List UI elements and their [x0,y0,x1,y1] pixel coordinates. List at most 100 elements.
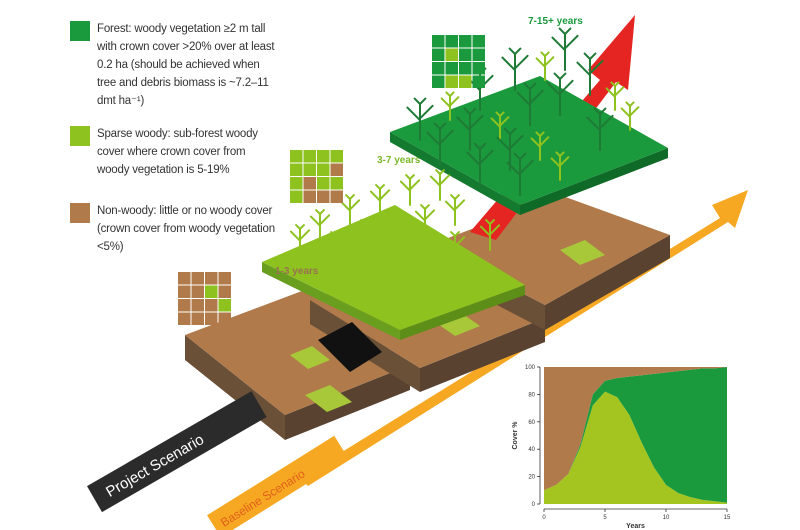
stage-label-3-7: 3-7 years [377,155,421,166]
tree-icon [440,91,460,121]
tree-icon [289,224,311,256]
grid-cell [459,35,472,48]
grid-cell [330,150,343,163]
grid-cell [459,75,472,88]
tree-icon [324,231,346,263]
tree-icon [466,142,494,186]
baseline-scenario-label: Baseline Scenario [218,466,308,529]
grid-cell [330,177,343,190]
tree-icon [334,269,356,301]
grid-cell [205,285,218,298]
grid-cell [472,35,485,48]
grid-cell [290,190,303,203]
grid-cell [178,272,191,285]
grid-cell [218,285,231,298]
grid-cell [459,62,472,75]
legend-non-woody-text: Non-woody: little or no woody cover (cro… [97,205,275,253]
grid-cell [205,312,218,325]
x-tick-label: 5 [603,515,607,521]
tree-icon [349,254,371,286]
grid-cell [432,75,445,88]
tree-icon [456,107,484,151]
grid-cell [330,190,343,203]
grid-cell [191,299,204,312]
tree-icon [399,174,421,206]
legend-sparse-text: Sparse woody: sub-forest woody cover whe… [97,128,258,176]
tree-icon [309,209,331,241]
y-tick-label: 60 [528,420,535,426]
grid-cell [205,299,218,312]
tree-icon [490,111,510,141]
area-sparse [544,391,727,504]
grid-cell [191,285,204,298]
y-tick-label: 40 [528,447,535,453]
tree-icon [530,131,550,161]
baseline-scenario-band[interactable]: Baseline Scenario [207,435,349,530]
grid-cell [218,272,231,285]
grid-cell [445,48,458,61]
legend-non-woody: Non-woody: little or no woody cover (cro… [70,202,277,256]
grid-cell [472,75,485,88]
y-tick-label: 100 [525,365,536,371]
tree-icon [586,107,614,151]
tree-icon [419,264,441,296]
grid-cell [303,190,316,203]
grid-cell [290,177,303,190]
tree-icon [546,72,574,116]
stage-label-1-3: 1-3 years [275,266,319,277]
grid-cell [472,48,485,61]
grid-cell [290,163,303,176]
grid-cell [303,150,316,163]
grid-cell [432,48,445,61]
forest-swatch [70,21,90,41]
tree-icon [551,27,579,71]
legend-sparse: Sparse woody: sub-forest woody cover whe… [70,125,277,179]
x-axis-label: Years [626,523,645,530]
grid-cell [303,177,316,190]
grid-cell [445,62,458,75]
tree-icon [384,214,406,246]
grid-cell [317,163,330,176]
tree-icon [444,194,466,226]
grid-cell [303,163,316,176]
sparse-swatch [70,126,90,146]
grid-cell [218,312,231,325]
project-scenario-label: Project Scenario [103,431,207,501]
tree-icon [501,47,529,91]
legend-forest: Forest: woody vegetation ≥2 m tall with … [70,20,277,110]
grid-cell [178,312,191,325]
tree-icon [620,101,640,131]
tree-icon [379,244,401,276]
grid-cell [472,62,485,75]
tree-icon [339,194,361,226]
tree-icon [550,151,570,181]
x-tick-label: 10 [663,515,670,521]
stage-label-7-15: 7-15+ years [528,16,583,27]
grid-cell [205,272,218,285]
tree-icon [496,127,524,171]
non-woody-swatch [70,203,90,223]
x-tick-label: 15 [724,515,731,521]
tree-icon [429,169,451,201]
tree-icon [479,219,501,251]
tree-icon [384,274,406,306]
grid-cell [459,48,472,61]
baseline-arrow [300,190,748,486]
tree-icon [426,122,454,166]
tree-icon [414,204,436,236]
grid-cell [330,163,343,176]
cover-grids [178,35,485,325]
tree-icon [576,52,604,96]
tree-icon [369,184,391,216]
grid-cell [317,190,330,203]
y-tick-label: 80 [528,392,535,398]
tree-icon [409,234,431,266]
project-scenario-band[interactable]: Project Scenario [87,391,267,513]
grid-cell [445,35,458,48]
y-axis-label: Cover % [512,421,519,450]
forest-plate [390,76,668,215]
tree-icon [444,231,466,263]
grid-cell [290,150,303,163]
